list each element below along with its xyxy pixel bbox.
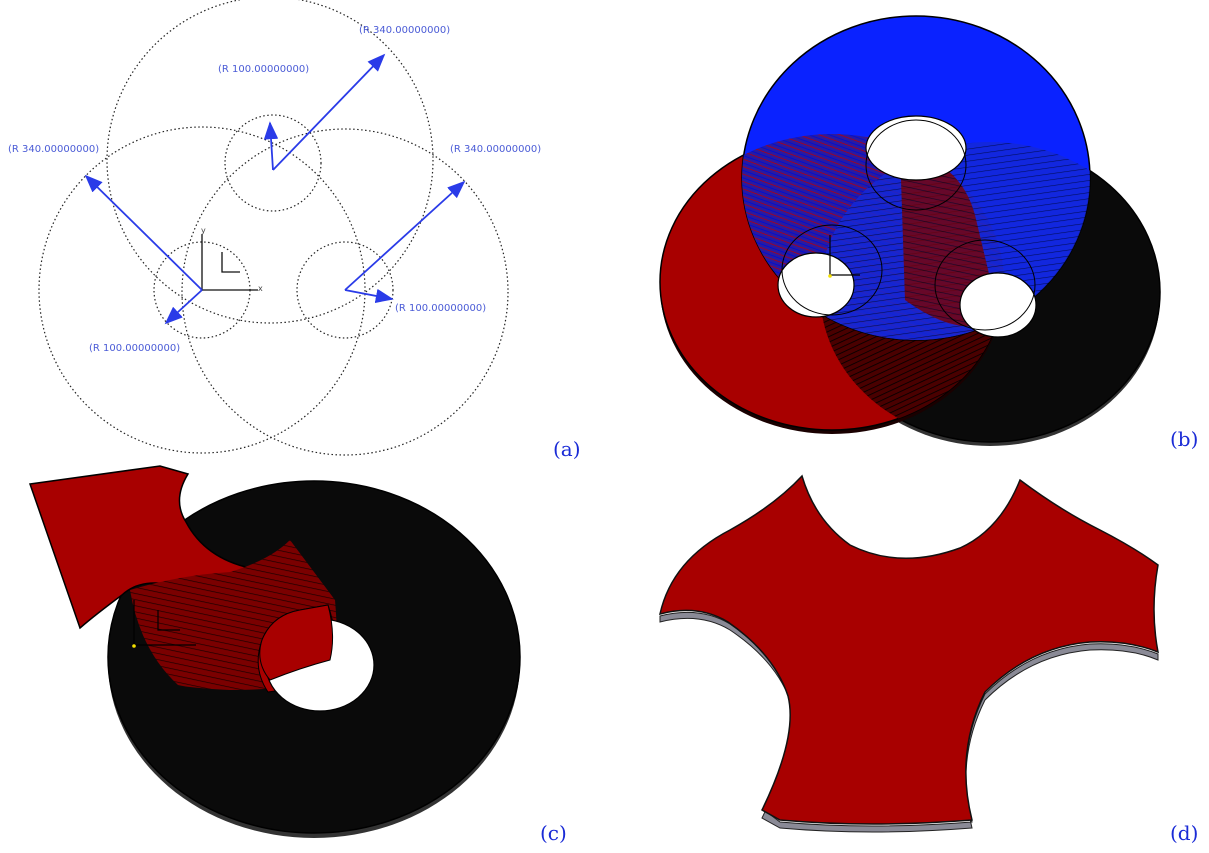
panel-c-model: [28, 465, 521, 838]
radius-arrow-top-large: [272, 53, 386, 171]
hole-right: [959, 272, 1037, 338]
dimension-top-large: (R 340.00000000): [359, 25, 450, 36]
coordinate-axes: [201, 234, 258, 291]
panel-a-label: (a): [553, 437, 581, 461]
panel-a-sketch: x y (R 100.00000000) (R 340.00000000) (R…: [8, 0, 541, 456]
radius-arrow-right-large: [344, 180, 466, 291]
panel-b-label: (b): [1170, 427, 1198, 451]
large-circle-top: [106, 0, 434, 324]
axis-x-label: x: [258, 284, 263, 293]
dimension-top-small: (R 100.00000000): [218, 64, 309, 75]
axis-y-label: y: [201, 226, 206, 235]
radius-arrow-left-large: [84, 174, 203, 291]
dimension-left-large: (R 340.00000000): [8, 144, 99, 155]
panel-b-discs: [659, 15, 1161, 446]
hole-top: [865, 115, 967, 181]
panel-c-label: (c): [540, 821, 567, 845]
dimension-right-small: (R 100.00000000): [395, 303, 486, 314]
dimension-left-small: (R 100.00000000): [89, 343, 180, 354]
radius-arrow-top-small: [263, 121, 279, 171]
radius-arrow-left-small: [164, 289, 203, 325]
radius-arrow-right-small: [344, 288, 394, 304]
panel-d-label: (d): [1170, 821, 1198, 845]
small-circle-top: [224, 114, 322, 212]
dimension-right-large: (R 340.00000000): [450, 144, 541, 155]
hole-left: [777, 252, 855, 318]
panel-d-part: [659, 474, 1159, 833]
large-circle-left: [38, 126, 366, 454]
part-face: [659, 474, 1159, 825]
large-circle-right: [181, 128, 509, 456]
